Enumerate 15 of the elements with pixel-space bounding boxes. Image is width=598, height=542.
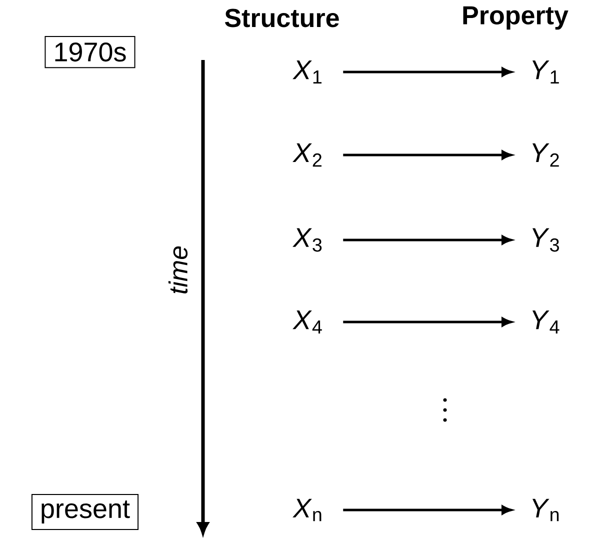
variable-label: Y$_{4}$	[532, 310, 560, 334]
time-box: present	[31, 494, 139, 530]
variable-label: X$_{3}$	[292, 228, 322, 252]
variable-label: X$_{4}$	[292, 310, 322, 334]
variable-label: Y$_{3}$	[532, 228, 559, 252]
axis-label: time	[168, 246, 188, 294]
time-box: 1970s	[44, 36, 136, 68]
column-heading: Structure	[224, 8, 339, 28]
variable-label: Y$_{n}$	[532, 498, 559, 522]
variable-label: Y$_{1}$	[532, 60, 559, 84]
column-heading: Property	[463, 6, 568, 30]
variable-label: Y$_{2}$	[532, 143, 559, 167]
variable-label: X$_{1}$	[292, 60, 322, 84]
variable-label: X$_{n}$	[292, 498, 322, 522]
variable-label: X$_{2}$	[292, 143, 322, 167]
